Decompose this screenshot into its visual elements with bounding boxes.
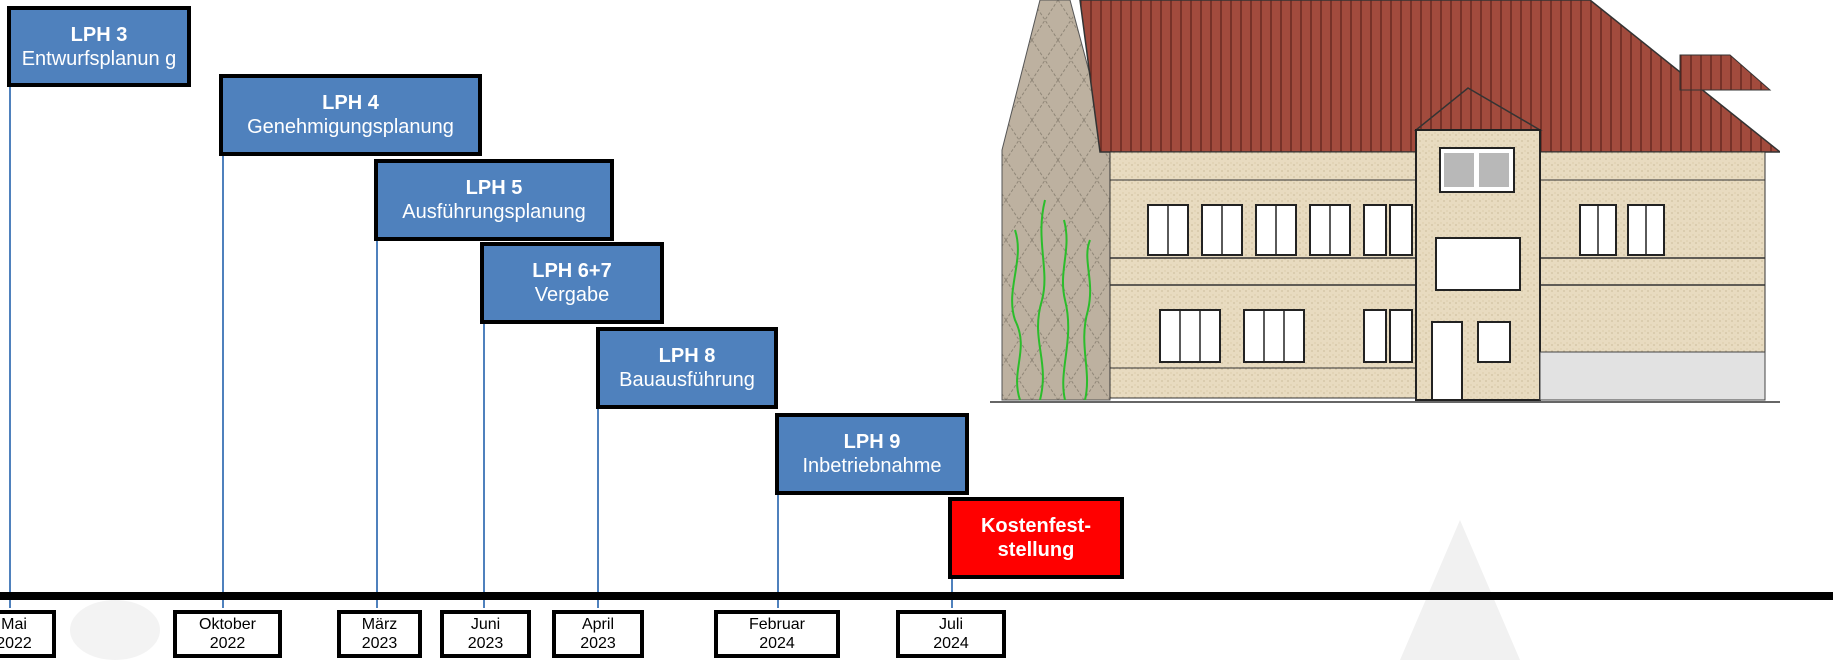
date-year: 2023 [580, 635, 616, 652]
timeline-axis [0, 592, 1833, 600]
phase-subtitle: Vergabe [534, 284, 610, 306]
phase-box-lph8: LPH 8 Bauausführung [596, 327, 778, 409]
connector-line-lph5 [376, 240, 378, 608]
date-month: April [581, 616, 614, 633]
date-year: 2022 [209, 635, 246, 652]
date-label-juli-2024: Juli 2024 [896, 610, 1006, 658]
date-year: 2023 [361, 635, 398, 652]
date-month: Februar [748, 616, 806, 633]
date-year: 2024 [759, 635, 795, 652]
phase-title: LPH 3 [70, 23, 128, 46]
side-dormer-roof [1679, 54, 1772, 91]
date-month: Juli [938, 616, 963, 633]
date-month: Mai [1, 616, 27, 633]
phase-subtitle: Genehmigungsplanung [247, 116, 454, 138]
watermark-left [70, 600, 160, 660]
phase-title: Kostenfest- [980, 515, 1091, 537]
connector-line-lph8 [597, 408, 599, 608]
phase-box-lph5: LPH 5 Ausführungsplanung [374, 159, 614, 241]
phase-box-lph67: LPH 6+7 Vergabe [480, 242, 664, 324]
date-month: März [361, 616, 398, 633]
watermark-right [1400, 520, 1520, 660]
phase-box-lph4: LPH 4 Genehmigungsplanung [219, 74, 482, 156]
phase-subtitle: stellung [997, 539, 1075, 561]
phase-title: LPH 8 [658, 345, 716, 367]
date-label-maerz-2023: März 2023 [337, 610, 422, 658]
date-label-mai-2022: Mai 2022 [0, 610, 56, 658]
phase-title: LPH 6+7 [532, 260, 612, 282]
date-year: 2024 [933, 635, 969, 652]
building-elevation-image [990, 0, 1780, 403]
phase-subtitle: Ausführungsplanung [402, 201, 586, 223]
date-label-februar-2024: Februar 2024 [714, 610, 840, 658]
phase-subtitle: Inbetriebnahme [802, 455, 942, 477]
phase-subtitle: Entwurfsplanun g [21, 47, 177, 70]
connector-line-lph9 [777, 494, 779, 608]
phase-box-kostenfeststellung: Kostenfest- stellung [948, 497, 1124, 579]
date-year: 2022 [0, 635, 32, 652]
phase-box-lph3: LPH 3 Entwurfsplanun g [7, 6, 191, 87]
phase-title: LPH 9 [843, 431, 901, 453]
date-year: 2023 [467, 635, 504, 652]
date-label-april-2023: April 2023 [552, 610, 644, 658]
phase-title: LPH 5 [465, 177, 523, 199]
terrace-fence [1539, 351, 1766, 401]
date-label-oktober-2022: Oktober 2022 [173, 610, 282, 658]
date-month: Oktober [199, 616, 256, 633]
roof [1079, 0, 1780, 153]
date-month: Juni [470, 616, 501, 633]
phase-subtitle: Bauausführung [619, 369, 755, 391]
phase-title: LPH 4 [322, 92, 379, 114]
connector-line-lph67 [483, 324, 485, 608]
connector-line-lph3 [9, 84, 11, 608]
date-label-juni-2023: Juni 2023 [440, 610, 531, 658]
connector-line-lph4 [222, 154, 224, 608]
phase-box-lph9: LPH 9 Inbetriebnahme [775, 413, 969, 495]
